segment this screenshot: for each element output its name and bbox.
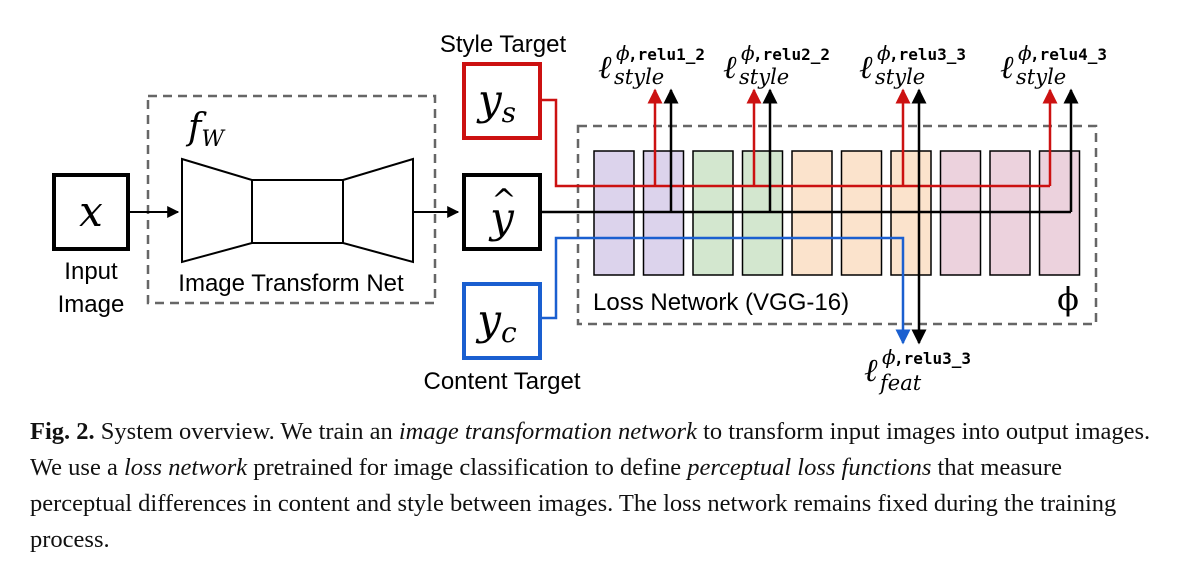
svg-text:ℓ: ℓ (864, 351, 878, 389)
loss-letter: ℓ (859, 48, 873, 86)
figure-caption: Fig. 2. System overview. We train an ima… (30, 414, 1158, 558)
loss-sub: style (875, 65, 925, 89)
input-label-line1: Input (64, 258, 118, 285)
style-target-symbol: ys (476, 75, 516, 129)
svg-text:ϕ: ϕ (882, 345, 896, 369)
output-image-node: y ^ (462, 173, 542, 251)
loss-letter: ℓ (1000, 48, 1014, 86)
image-transform-net: fW Image Transform Net (146, 94, 437, 305)
transform-net-label: Image Transform Net (178, 270, 404, 297)
system-overview-diagram: x Input Image fW Image Transform Net Los… (52, 31, 1107, 395)
output-symbol: y (488, 193, 515, 242)
input-symbol: x (79, 187, 103, 236)
caption-emphasis: perceptual loss functions (687, 454, 932, 481)
loss-letter: ℓ (723, 48, 737, 86)
input-image-node: x Input Image (52, 173, 130, 318)
feature-loss-label: ℓ ϕ ,relu3_3 feat (864, 345, 971, 395)
caption-emphasis: image transformation network (398, 418, 697, 445)
transform-function-symbol: fW (185, 107, 226, 152)
loss-phi: ϕ (1018, 41, 1032, 65)
style-target-node: Style Target ys (440, 31, 567, 140)
loss-layer: ,relu4_3 (1030, 45, 1107, 64)
caption-label: Fig. 2. (30, 418, 95, 445)
loss-phi: ϕ (877, 41, 891, 65)
style-target-label: Style Target (440, 31, 567, 58)
caption-emphasis: loss network (123, 454, 248, 481)
caption-text: System overview. We train an (94, 418, 399, 445)
loss-phi: ϕ (741, 41, 755, 65)
caption-text: to transform input images into output im… (30, 418, 1151, 481)
style-connections (541, 88, 1058, 188)
loss-network-phi: ϕ (1057, 280, 1079, 318)
loss-layer: ,relu2_2 (753, 45, 830, 64)
content-target-symbol: yc (475, 295, 517, 349)
svg-text:,relu3_3: ,relu3_3 (894, 349, 971, 368)
output-hat: ^ (491, 183, 516, 218)
svg-text:feat: feat (878, 371, 922, 395)
content-connections (541, 236, 911, 345)
content-target-label: Content Target (424, 368, 581, 395)
input-label-line2: Image (58, 291, 125, 318)
loss-layer: ,relu1_2 (628, 45, 705, 64)
loss-network-label: Loss Network (VGG-16) (593, 289, 849, 316)
loss-sub: style (739, 65, 789, 89)
loss-letter: ℓ (598, 48, 612, 86)
output-connections (541, 88, 1079, 345)
content-target-node: yc Content Target (424, 282, 581, 395)
loss-layer: ,relu3_3 (889, 45, 966, 64)
caption-text: pretrained for image classification to d… (247, 454, 688, 481)
loss-sub: style (1016, 65, 1066, 89)
caption-text: that measure perceptual differences in c… (30, 454, 1117, 553)
loss-sub: style (614, 65, 664, 89)
loss-phi: ϕ (616, 41, 630, 65)
